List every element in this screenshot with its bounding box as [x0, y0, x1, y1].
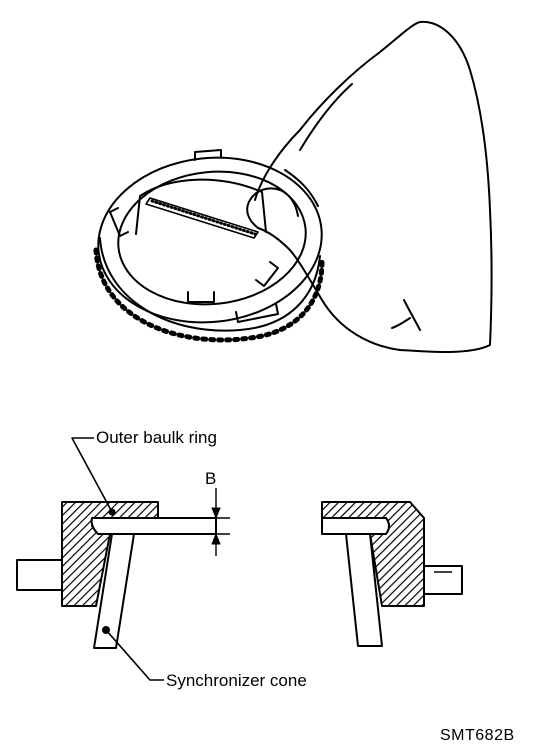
- thumb: [246, 187, 299, 229]
- feeler-gauge-ticks: [150, 199, 257, 236]
- ring-notch-lower-right: [235, 303, 279, 323]
- outer-baulk-ring-label: Outer baulk ring: [96, 428, 217, 447]
- ring-notch-left: [109, 207, 129, 237]
- ring-notch-top: [194, 149, 222, 161]
- right-hub-stub: [423, 565, 463, 595]
- outer-baulk-ring-leader-dot: [108, 508, 116, 516]
- synchronizer-cone-leader-dot: [102, 626, 110, 634]
- left-hub-stub: [16, 559, 63, 591]
- cone-window: [135, 178, 267, 235]
- clearance-b-label: B: [205, 469, 217, 488]
- baulk-ring-tab-right: [321, 517, 390, 535]
- outer-baulk-ring-leader: [71, 437, 113, 513]
- ring-notch-right: [255, 261, 279, 287]
- ring-notch-bottom: [187, 291, 215, 303]
- synchronizer-cone-right: [345, 533, 383, 647]
- baulk-ring-lower-edge: [99, 237, 321, 332]
- synchronizer-cone-left: [93, 533, 135, 649]
- baulk-ring-inner-edge: [117, 170, 307, 306]
- synchronizer-cone-label: Synchronizer cone: [166, 671, 307, 690]
- figure-code: SMT682B: [440, 727, 515, 744]
- clearance-arrowhead-down: [211, 507, 221, 519]
- baulk-ring-tab-left: [90, 517, 217, 535]
- synchronizer-cone-leader: [105, 629, 164, 681]
- cross-section-diagram: [16, 437, 463, 681]
- hand: [254, 20, 493, 353]
- synchronizer-teeth-ring: [93, 247, 325, 343]
- clearance-arrowhead-up: [211, 533, 221, 545]
- ring-assembly-illustration: [93, 20, 493, 353]
- feeler-gauge: [145, 197, 259, 239]
- hand-crease: [284, 83, 421, 331]
